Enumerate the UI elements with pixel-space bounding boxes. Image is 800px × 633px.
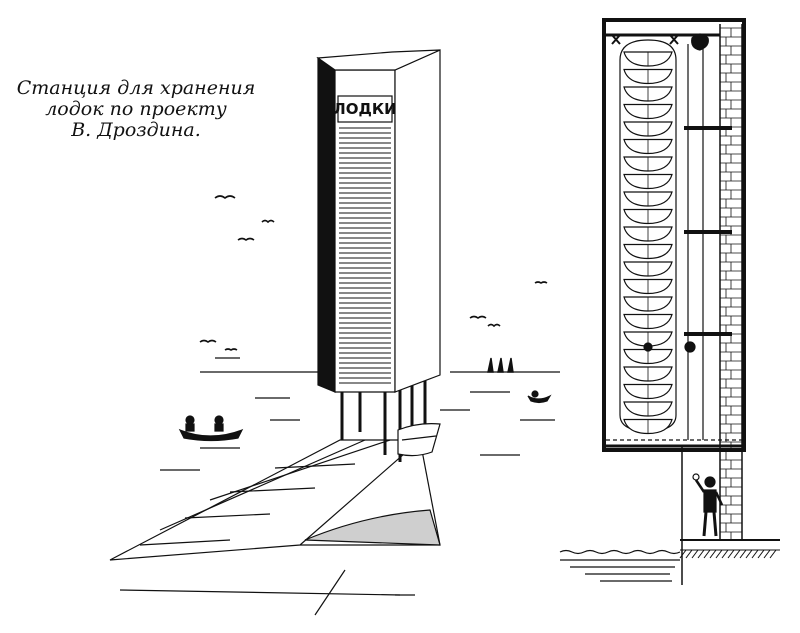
small-boat: [527, 390, 552, 404]
person: [692, 473, 724, 537]
caption-line-3: В. Дроздина.: [71, 119, 201, 141]
hatch-line: [769, 549, 777, 559]
water-lines: [559, 549, 681, 582]
caption: Станция для хранения лодок по проекту В.…: [0, 78, 272, 141]
caption-line-1: Станция для хранения: [16, 77, 256, 99]
sailboats: [487, 357, 514, 373]
hatch-line: [739, 549, 747, 559]
cross-section: [559, 18, 780, 585]
hatch-line: [733, 549, 741, 559]
hatch-line: [715, 549, 723, 559]
water-scene: [160, 357, 560, 471]
hatch-line: [721, 549, 729, 559]
birds: [199, 195, 548, 351]
hatch-line: [727, 549, 735, 559]
boat-stack: [623, 51, 673, 435]
tower-louvers: [339, 127, 391, 384]
hatch-line: [763, 549, 771, 559]
hatch-line: [709, 549, 717, 559]
ground-hatching: [679, 549, 777, 559]
storage-tower: [316, 49, 441, 393]
hatch-line: [703, 549, 711, 559]
hatch-line: [679, 549, 687, 559]
caption-line-2: лодок по проекту: [45, 98, 227, 120]
brick-wall: [720, 27, 742, 541]
hatch-line: [745, 549, 753, 559]
hatch-line: [751, 549, 759, 559]
rowboat: [178, 415, 244, 442]
hatch-line: [691, 549, 699, 559]
hatch-line: [685, 549, 693, 559]
hatch-line: [757, 549, 765, 559]
hatch-line: [697, 549, 705, 559]
tower-sign: ЛОДКИ: [333, 100, 396, 118]
pier: [109, 439, 441, 616]
lowered-boat: [397, 423, 441, 457]
